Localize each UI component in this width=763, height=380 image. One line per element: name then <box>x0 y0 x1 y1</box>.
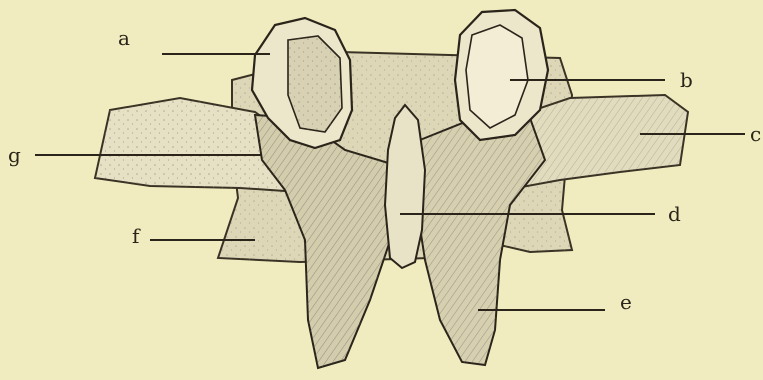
label-d: d <box>668 204 681 224</box>
label-b: b <box>680 70 693 90</box>
label-c: c <box>750 124 761 144</box>
label-e: e <box>620 292 632 312</box>
label-g: g <box>8 145 21 165</box>
label-f: f <box>132 226 139 246</box>
label-a: a <box>118 28 130 48</box>
